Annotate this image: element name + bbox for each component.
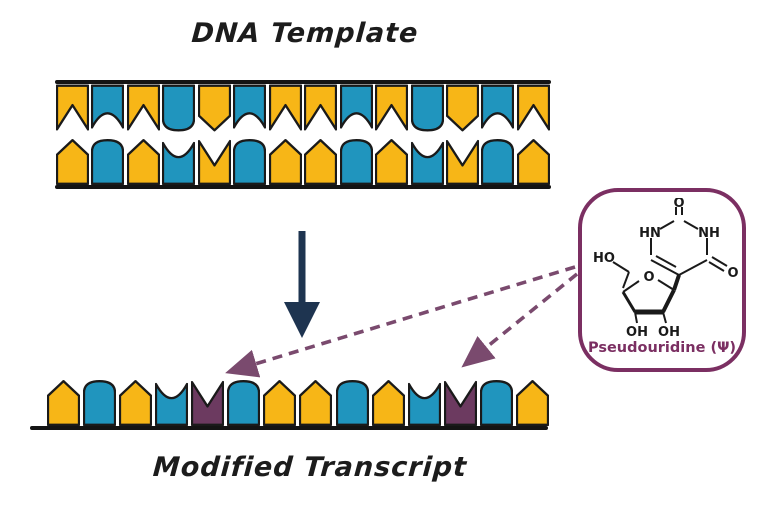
- base-notch-yellow: [516, 84, 550, 131]
- base-point-yellow: [268, 138, 302, 186]
- dna-template-title: DNA Template: [190, 18, 420, 49]
- base-arc-blue: [233, 84, 267, 129]
- atom-n3: NH: [698, 226, 720, 241]
- base-point-yellow: [304, 138, 338, 186]
- transcript-backbone: [30, 426, 548, 430]
- dna-strand-top: [56, 83, 550, 133]
- base-round-blue: [91, 138, 125, 186]
- base-notch-yellow: [56, 84, 89, 131]
- base-round-blue: [481, 138, 515, 186]
- base-notch-yellow: [304, 84, 338, 131]
- transcription-arrow: [284, 231, 320, 338]
- base-point-yellow: [47, 379, 80, 427]
- dashed-arrow-left: [225, 265, 576, 378]
- base-point-yellow: [119, 379, 153, 427]
- base-notch-yellow: [126, 84, 160, 131]
- atom-ring-o: O: [643, 270, 654, 285]
- base-point-yellow: [445, 84, 479, 132]
- dna-backbone-top: [55, 80, 551, 84]
- base-point-yellow: [299, 379, 333, 427]
- atom-oh-right: OH: [658, 325, 680, 338]
- base-concave-blue: [407, 382, 441, 427]
- base-round-blue: [162, 84, 196, 132]
- dashed-arrow-right: [461, 272, 579, 368]
- base-notch-yellow: [445, 139, 479, 186]
- base-concave-blue: [162, 141, 196, 186]
- atom-ho: HO: [593, 251, 615, 266]
- base-round-blue: [410, 84, 444, 132]
- base-concave-blue: [155, 382, 189, 427]
- base-notch-yellow: [268, 84, 302, 131]
- dna-strand-bottom: [56, 138, 550, 186]
- base-point-yellow: [371, 379, 405, 427]
- base-point-yellow: [56, 138, 89, 186]
- base-point-yellow: [515, 379, 549, 427]
- base-arc-blue: [91, 84, 125, 129]
- base-arc-blue: [339, 84, 373, 129]
- atom-o-right: O: [727, 266, 738, 281]
- base-round-blue: [83, 379, 117, 427]
- base-notch-yellow: [197, 139, 231, 186]
- modified-transcript-title: Modified Transcript: [151, 452, 469, 483]
- base-notch-yellow: [375, 84, 409, 131]
- base-round-blue: [227, 379, 261, 427]
- base-concave-blue: [410, 141, 444, 186]
- base-round-blue: [479, 379, 513, 427]
- atom-n1: HN: [639, 226, 661, 241]
- base-notch-purple: [191, 380, 225, 427]
- atom-oh-left: OH: [626, 325, 648, 338]
- base-point-yellow: [516, 138, 550, 186]
- base-point-yellow: [263, 379, 297, 427]
- base-round-blue: [335, 379, 369, 427]
- base-round-blue: [233, 138, 267, 186]
- base-arc-blue: [481, 84, 515, 129]
- atom-o-top: O: [673, 198, 684, 211]
- pseudouridine-label: Pseudouridine (Ψ): [587, 340, 737, 356]
- base-round-blue: [339, 138, 373, 186]
- base-point-yellow: [375, 138, 409, 186]
- base-point-yellow: [126, 138, 160, 186]
- dna-backbone-bottom: [55, 185, 551, 189]
- pseudouridine-panel: O HN NH O HO O OH OH Pseudouridine (Ψ): [578, 188, 746, 372]
- modified-transcript-strand: [47, 379, 549, 427]
- pseudouridine-structure: O HN NH O HO O OH OH: [593, 198, 739, 338]
- base-notch-purple: [443, 380, 477, 427]
- base-point-yellow: [197, 84, 231, 132]
